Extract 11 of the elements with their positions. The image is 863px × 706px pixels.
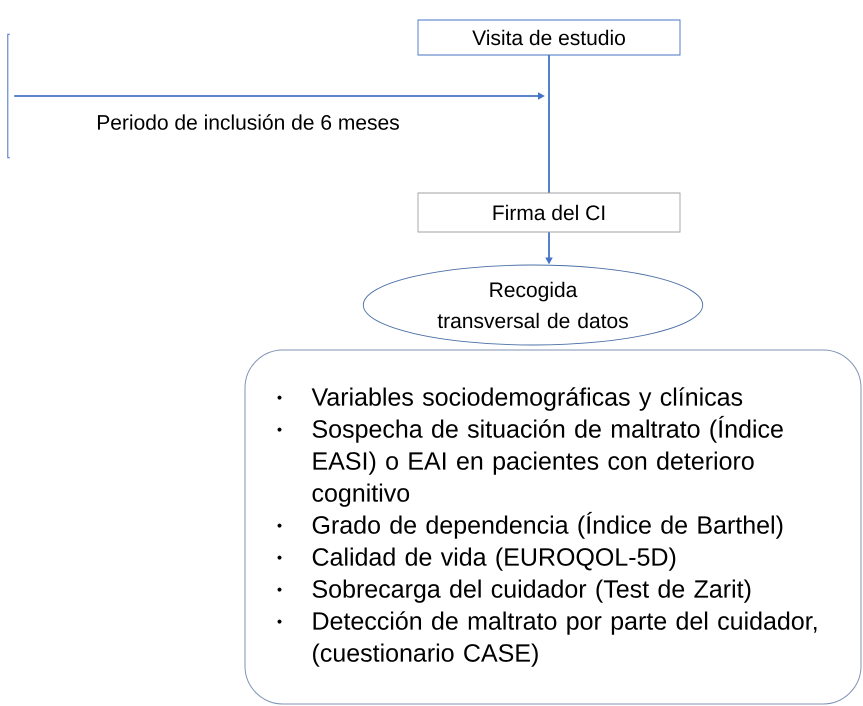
list-item: Variables sociodemográficas y clínicas (312, 387, 742, 411)
list-item: Sospecha de situación de maltrato (Índice EASI) o EAI en pacientes con deterioro cognitivo (312, 416, 783, 507)
list-panel (244, 350, 862, 704)
list-item: Detección de maltrato por parte del cuidador, (cuestionario CASE) (313, 611, 816, 667)
process-box: Visita de estudio (418, 20, 680, 56)
bar (7, 34, 10, 158)
list-item: Grado de dependencia (Índice de Barthel) (312, 512, 782, 539)
list-item: Calidad de vida (EUROQOL-5D) (312, 548, 676, 571)
process-box: Firma del CI (418, 192, 680, 232)
list-item: Sobrecarga del cuidador (Test de Zarit) (312, 580, 750, 603)
edge-label: Periodo de inclusión de 6 meses (98, 114, 399, 130)
